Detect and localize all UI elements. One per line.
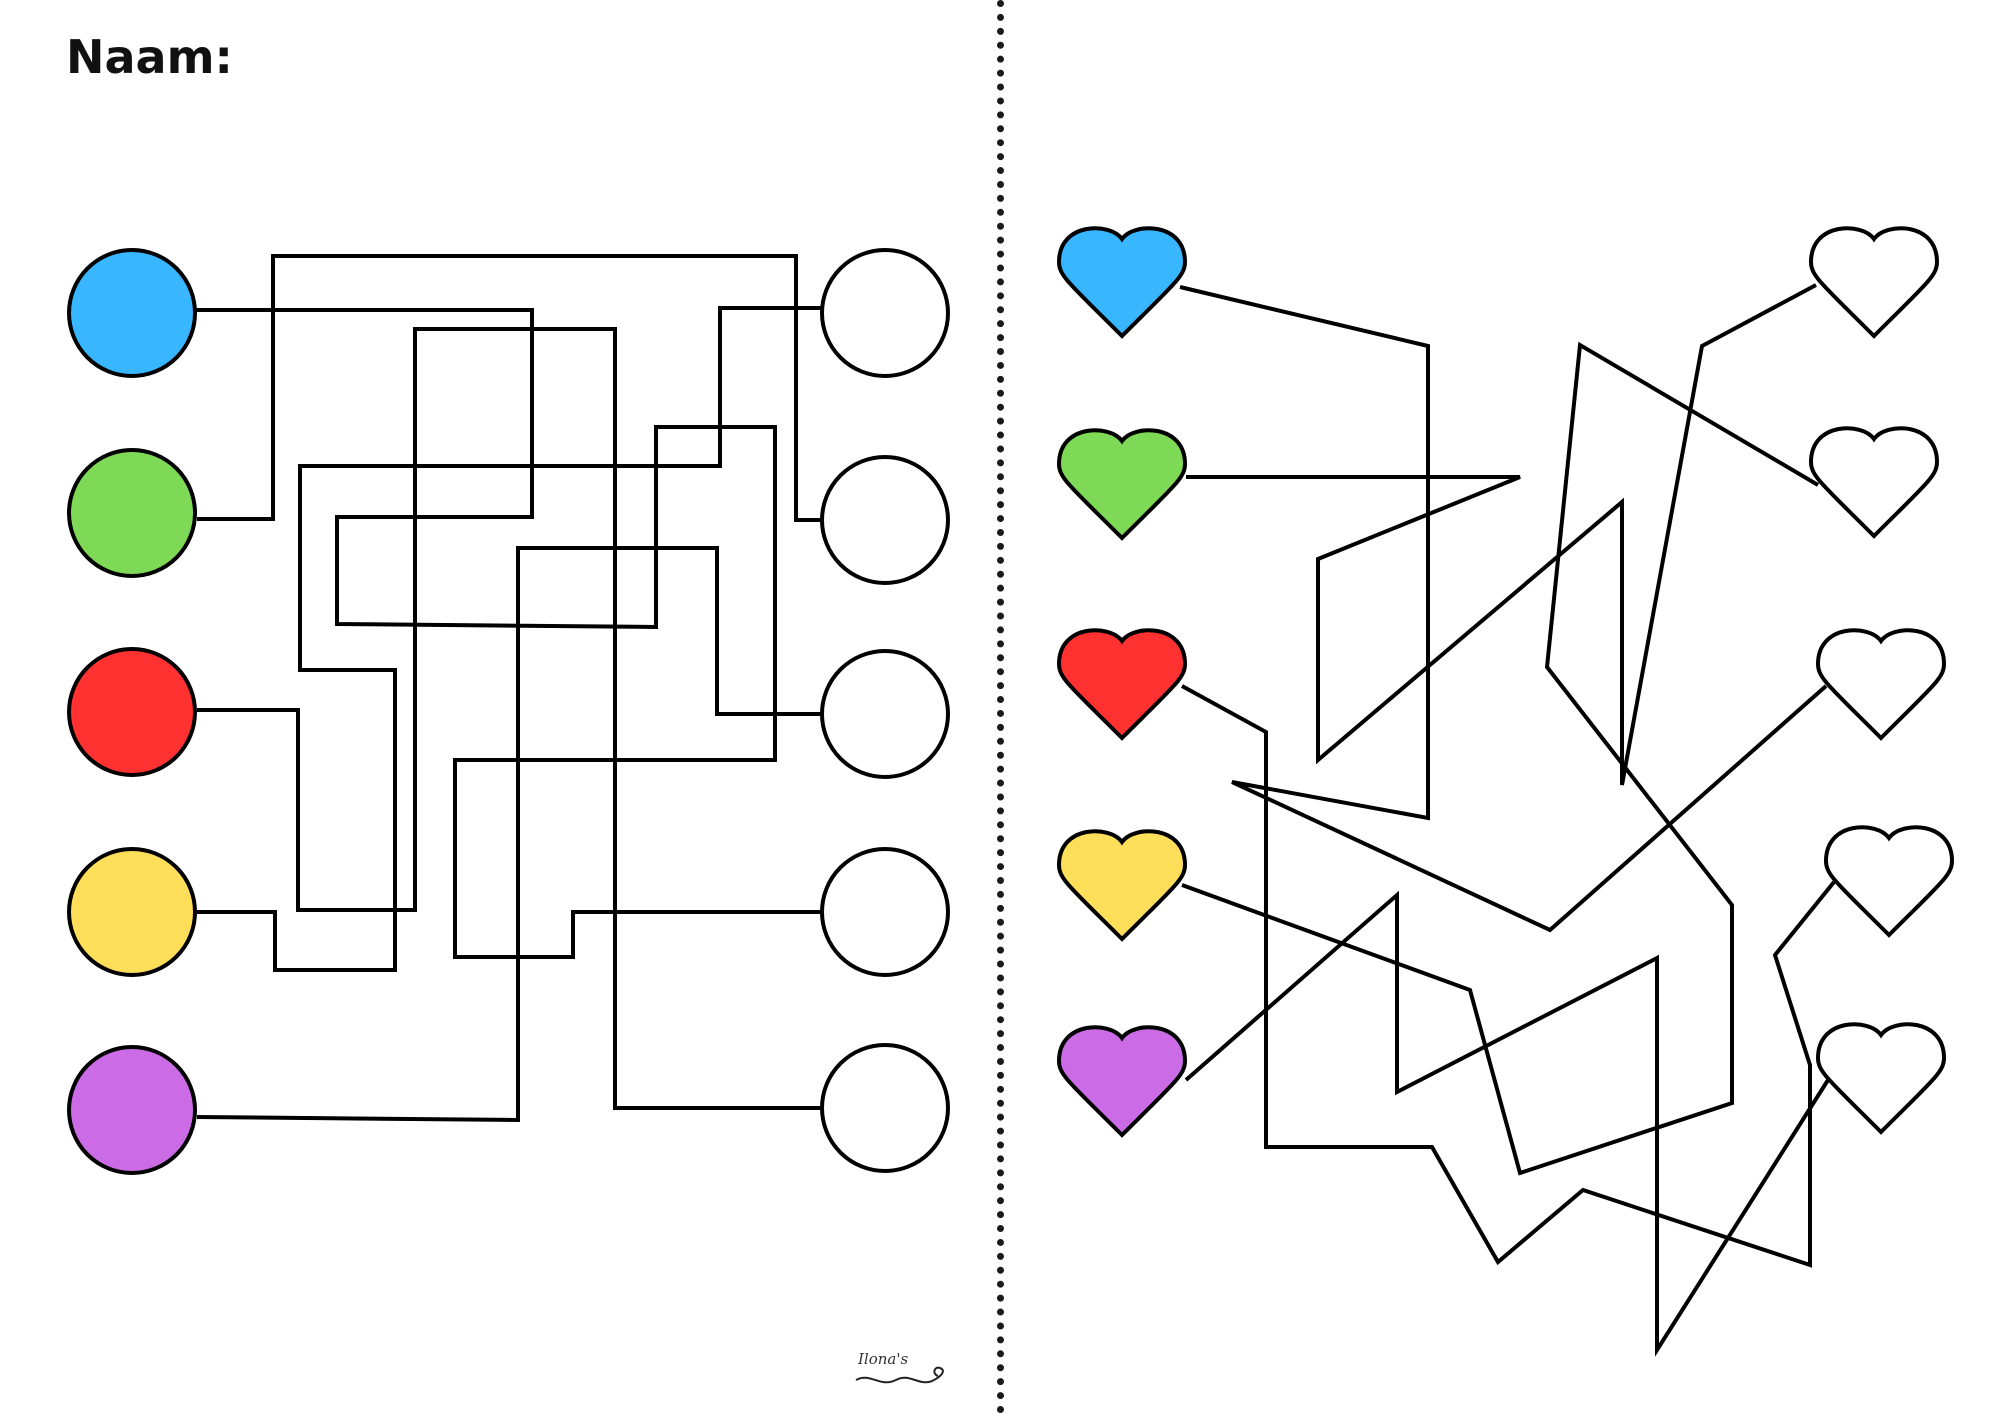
maze-line-3	[197, 327, 822, 1110]
start-hearts	[1056, 226, 1188, 1138]
brand-logo	[855, 1366, 944, 1384]
dotted-divider	[997, 0, 1004, 1414]
start-circle-yellow[interactable]	[67, 847, 197, 977]
maze-line-1	[195, 308, 822, 959]
end-circle-4[interactable]	[820, 847, 950, 977]
end-heart-3[interactable]	[1815, 628, 1947, 741]
brand-logo-text: Ilona's	[858, 1350, 909, 1368]
zigzag-line-2	[1186, 283, 1817, 786]
end-heart-1[interactable]	[1808, 226, 1940, 339]
end-circle-1[interactable]	[820, 248, 950, 378]
end-hearts	[1808, 226, 1955, 1135]
maze-line-4	[197, 306, 822, 972]
zigzag-line-3	[1181, 684, 1836, 1268]
end-heart-5[interactable]	[1815, 1022, 1947, 1135]
zigzag-line-5	[1184, 890, 1830, 1357]
heart-maze-lines	[1179, 283, 1836, 1357]
start-circle-blue[interactable]	[67, 248, 197, 378]
start-heart-yellow[interactable]	[1056, 829, 1188, 942]
end-circle-3[interactable]	[820, 649, 950, 779]
start-circle-red[interactable]	[67, 647, 197, 777]
end-heart-2[interactable]	[1808, 426, 1940, 539]
start-circle-purple[interactable]	[67, 1045, 197, 1175]
maze-line-5	[196, 546, 822, 1123]
end-heart-4[interactable]	[1823, 825, 1955, 938]
end-circle-5[interactable]	[820, 1043, 950, 1173]
start-heart-purple[interactable]	[1056, 1025, 1188, 1138]
end-circles	[820, 248, 950, 1173]
name-label: Naam:	[66, 30, 233, 84]
start-heart-red[interactable]	[1056, 628, 1188, 741]
start-heart-green[interactable]	[1056, 428, 1188, 541]
end-circle-2[interactable]	[820, 455, 950, 585]
circle-maze-lines	[195, 254, 822, 1123]
zigzag-line-1	[1179, 285, 1828, 933]
start-heart-blue[interactable]	[1056, 226, 1188, 339]
logo-swirl-icon	[855, 1366, 944, 1384]
start-circles	[67, 248, 197, 1175]
maze-line-2	[197, 254, 822, 522]
zigzag-line-4	[1181, 341, 1820, 1176]
start-circle-green[interactable]	[67, 448, 197, 578]
